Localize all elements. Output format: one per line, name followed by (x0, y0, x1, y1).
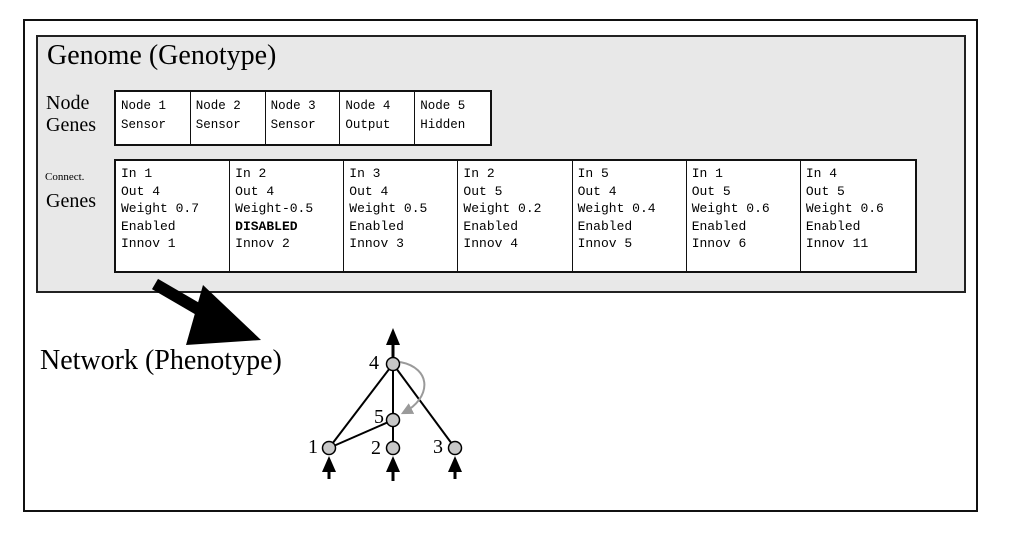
gene-out: Out 4 (121, 183, 161, 199)
gene-innov: Innov 1 (121, 236, 176, 252)
gene-weight: Weight 0.6 (805, 201, 884, 217)
gene-status: Enabled (349, 218, 404, 234)
genome-title: Genome (Genotype) (47, 40, 277, 71)
gene-status: Enabled (691, 218, 747, 234)
node-genes-table: Node 1 Sensor Node 2 Sensor Node 3 Senso… (114, 90, 492, 146)
connection-gene: In 5 Out 4 Weight 0.4 Enabled Innov 5 (573, 161, 687, 271)
gene-innov: Innov 2 (235, 236, 290, 252)
node-gene: Node 3 Sensor (266, 92, 341, 144)
node-gene: Node 2 Sensor (191, 92, 266, 144)
connection-gene: In 2 Out 5 Weight 0.2 Enabled Innov 4 (458, 161, 573, 271)
gene-in: In 1 (121, 166, 153, 181)
gene-weight: Weight-0.5 (235, 201, 314, 217)
node-gene: Node 1 Sensor (116, 92, 191, 144)
gene-out: Out 5 (805, 183, 845, 199)
node-gene-type: Output (345, 118, 391, 132)
gene-weight: Weight 0.5 (349, 201, 428, 217)
connection-gene: In 3 Out 4 Weight 0.5 Enabled Innov 3 (344, 161, 459, 271)
connection-genes-table: In 1 Out 4 Weight 0.7 Enabled Innov 1 In… (114, 159, 917, 273)
gene-out: Out 4 (577, 183, 617, 199)
network-title: Network (Phenotype) (40, 345, 282, 376)
gene-innov: Innov 6 (691, 236, 747, 252)
gene-out: Out 5 (463, 183, 503, 199)
connection-gene: In 4 Out 5 Weight 0.6 Enabled Innov 11 (801, 161, 915, 271)
gene-innov: Innov 5 (577, 236, 633, 252)
connection-gene: In 1 Out 4 Weight 0.7 Enabled Innov 1 (116, 161, 231, 271)
gene-out: Out 4 (349, 183, 389, 199)
node-gene-type: Hidden (420, 118, 466, 132)
gene-status: Enabled (121, 218, 176, 234)
gene-out: Out 5 (691, 183, 731, 199)
gene-innov: Innov 11 (805, 236, 869, 252)
node-gene-type: Sensor (121, 118, 167, 132)
gene-innov: Innov 3 (349, 236, 404, 252)
node-gene-id: Node 2 (195, 99, 241, 113)
gene-in: In 2 (463, 166, 495, 181)
gene-innov: Innov 4 (463, 236, 519, 252)
connection-gene: In 2 Out 4 Weight-0.5 DISABLED Innov 2 (230, 161, 345, 271)
node-gene: Node 5 Hidden (415, 92, 490, 144)
node-gene-id: Node 1 (121, 99, 167, 113)
connect-genes-label: Genes (46, 190, 96, 212)
node-genes-label-line2: Genes (46, 114, 96, 136)
connect-genes-label-small: Connect. (45, 171, 85, 183)
node-gene-type: Sensor (270, 118, 316, 132)
gene-in: In 5 (577, 166, 609, 181)
gene-status: Enabled (463, 218, 519, 234)
gene-weight: Weight 0.4 (577, 201, 656, 217)
gene-weight: Weight 0.2 (463, 201, 542, 217)
node-gene-type: Sensor (195, 118, 241, 132)
connection-gene: In 1 Out 5 Weight 0.6 Enabled Innov 6 (687, 161, 801, 271)
node-genes-label-line1: Node (46, 92, 90, 114)
gene-status-disabled: DISABLED (235, 218, 298, 234)
gene-in: In 2 (235, 166, 267, 181)
gene-weight: Weight 0.7 (121, 201, 200, 217)
gene-out: Out 4 (235, 183, 275, 199)
gene-in: In 3 (349, 166, 381, 181)
gene-status: Enabled (577, 218, 633, 234)
node-gene: Node 4 Output (340, 92, 416, 144)
node-gene-id: Node 4 (345, 99, 391, 113)
node-gene-id: Node 3 (270, 99, 316, 113)
node-genes-label: Node Genes (46, 92, 96, 136)
gene-status: Enabled (805, 218, 861, 234)
gene-weight: Weight 0.6 (691, 201, 770, 217)
gene-in: In 4 (805, 166, 838, 181)
gene-in: In 1 (691, 166, 723, 181)
node-gene-id: Node 5 (420, 99, 466, 113)
